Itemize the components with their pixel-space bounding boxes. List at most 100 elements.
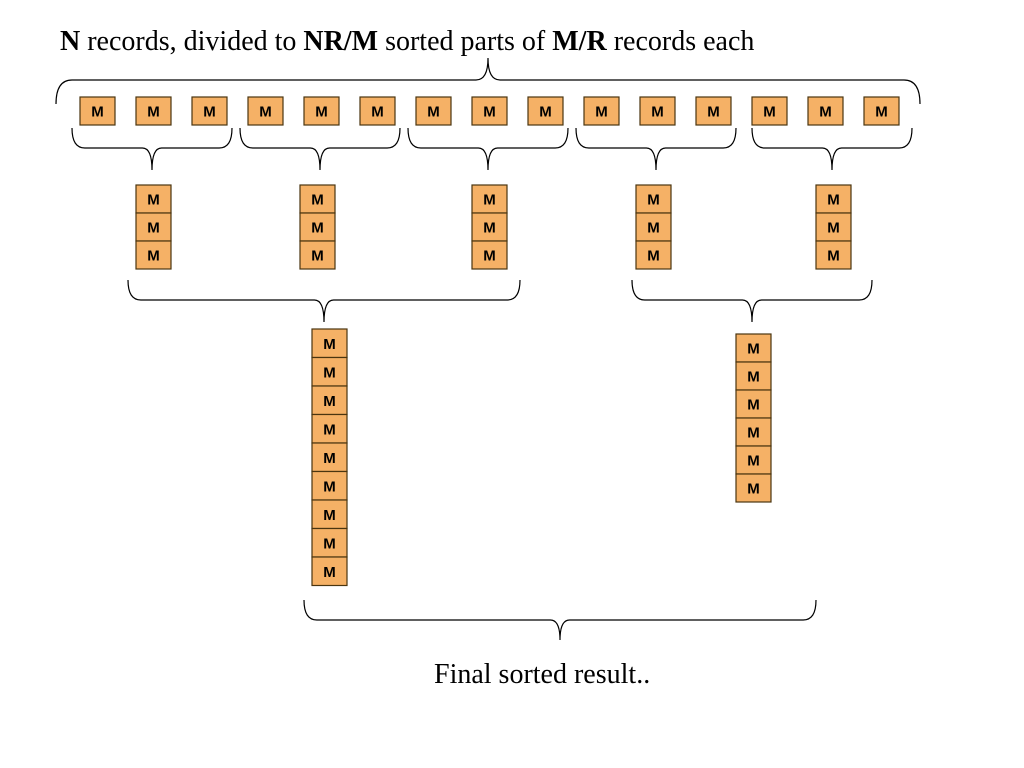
block-rect — [135, 240, 172, 270]
title-mr: M/R — [552, 26, 607, 57]
group-brace-1 — [71, 127, 233, 171]
merge2-brace-right — [631, 279, 873, 323]
block-rect — [635, 212, 672, 242]
block-label: M — [647, 192, 660, 209]
merge2-stack-left-block-4: M — [311, 413, 348, 444]
block-rect — [583, 96, 620, 126]
merge1-stack-4-block-1: M — [635, 184, 672, 214]
block-label: M — [323, 421, 336, 438]
block-label: M — [311, 220, 324, 237]
block-label: M — [827, 192, 840, 209]
block-rect — [311, 328, 348, 359]
block-rect — [863, 96, 900, 126]
initial-block-12: M — [695, 96, 732, 126]
block-label: M — [483, 192, 496, 209]
block-rect — [639, 96, 676, 126]
block-label: M — [747, 341, 760, 358]
block-rect — [735, 445, 772, 475]
block-rect — [303, 96, 340, 126]
block-label: M — [747, 425, 760, 442]
merge2-stack-left-block-3: M — [311, 385, 348, 416]
block-label: M — [427, 104, 440, 121]
block-label: M — [323, 336, 336, 353]
merge1-stack-2-block-2: M — [299, 212, 336, 242]
merge2-stack-left-block-9: M — [311, 556, 348, 587]
merge2-stack-left-block-5: M — [311, 442, 348, 473]
block-label: M — [371, 104, 384, 121]
block-label: M — [595, 104, 608, 121]
title-nrm: NR/M — [303, 26, 379, 57]
block-label: M — [147, 220, 160, 237]
block-rect — [311, 356, 348, 387]
block-rect — [807, 96, 844, 126]
block-label: M — [147, 104, 160, 121]
initial-block-5: M — [303, 96, 340, 126]
block-label: M — [875, 104, 888, 121]
block-label: M — [539, 104, 552, 121]
block-rect — [471, 240, 508, 270]
block-label: M — [323, 535, 336, 552]
group-brace-3 — [407, 127, 569, 171]
initial-block-10: M — [583, 96, 620, 126]
initial-block-9: M — [527, 96, 564, 126]
block-rect — [735, 417, 772, 447]
block-rect — [815, 240, 852, 270]
block-label: M — [147, 248, 160, 265]
merge1-stack-4-block-2: M — [635, 212, 672, 242]
block-rect — [695, 96, 732, 126]
merge2-stack-left-block-6: M — [311, 470, 348, 501]
merge2-stack-right-block-5: M — [735, 445, 772, 475]
block-rect — [311, 385, 348, 416]
block-label: M — [483, 220, 496, 237]
block-rect — [79, 96, 116, 126]
merge1-stack-1-block-1: M — [135, 184, 172, 214]
block-label: M — [323, 507, 336, 524]
merge2-stack-left-block-2: M — [311, 356, 348, 387]
block-label: M — [483, 248, 496, 265]
merge1-stack-2-block-3: M — [299, 240, 336, 270]
block-rect — [471, 184, 508, 214]
block-label: M — [323, 393, 336, 410]
block-label: M — [707, 104, 720, 121]
merge2-stack-left-block-1: M — [311, 328, 348, 359]
initial-block-11: M — [639, 96, 676, 126]
initial-block-2: M — [135, 96, 172, 126]
final-result-caption: Final sorted result.. — [434, 659, 651, 690]
final-brace — [303, 599, 817, 641]
block-rect — [247, 96, 284, 126]
merge2-stack-right-block-3: M — [735, 389, 772, 419]
initial-block-8: M — [471, 96, 508, 126]
merge1-stack-4-block-3: M — [635, 240, 672, 270]
block-rect — [311, 470, 348, 501]
merge1-stack-3-block-3: M — [471, 240, 508, 270]
block-rect — [359, 96, 396, 126]
group-brace-4 — [575, 127, 737, 171]
block-rect — [135, 212, 172, 242]
title-n: N — [60, 26, 81, 57]
group-brace-2 — [239, 127, 401, 171]
block-label: M — [259, 104, 272, 121]
initial-block-7: M — [415, 96, 452, 126]
merge1-stack-5-block-2: M — [815, 212, 852, 242]
title-text-2: sorted parts of — [378, 26, 553, 57]
block-rect — [815, 184, 852, 214]
block-rect — [299, 240, 336, 270]
block-rect — [135, 96, 172, 126]
block-label: M — [315, 104, 328, 121]
block-label: M — [647, 220, 660, 237]
initial-block-3: M — [191, 96, 228, 126]
block-label: M — [747, 369, 760, 386]
merge1-stack-1-block-3: M — [135, 240, 172, 270]
block-label: M — [747, 397, 760, 414]
merge1-stack-5-block-3: M — [815, 240, 852, 270]
merge2-brace-left — [127, 279, 521, 323]
merge2-stack-right-block-1: M — [735, 333, 772, 363]
title-text-3: records each — [606, 26, 755, 57]
block-label: M — [203, 104, 216, 121]
block-label: M — [311, 248, 324, 265]
merge1-stack-3-block-2: M — [471, 212, 508, 242]
merge1-stack-3-block-1: M — [471, 184, 508, 214]
block-label: M — [819, 104, 832, 121]
top-brace — [55, 57, 921, 105]
